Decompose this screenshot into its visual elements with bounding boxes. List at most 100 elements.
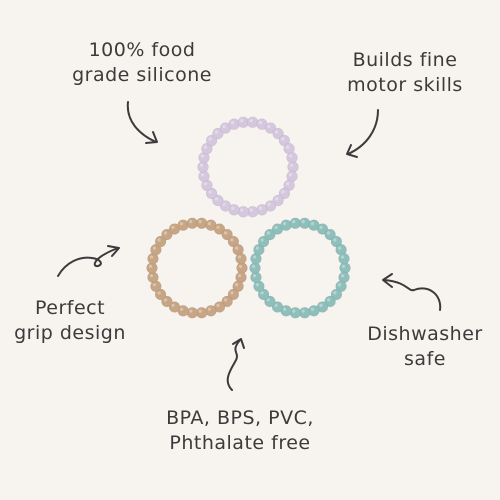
bead-highlight — [198, 220, 202, 224]
bead-highlight — [255, 283, 259, 287]
bead-highlight — [157, 291, 161, 295]
bead-highlight — [258, 121, 263, 125]
bead-highlight — [267, 124, 271, 129]
bead-highlight — [203, 145, 207, 149]
bead-highlight — [255, 246, 259, 250]
bead — [235, 252, 247, 265]
bead — [264, 122, 277, 134]
bead — [278, 187, 291, 200]
bead-highlight — [301, 309, 305, 313]
bead — [221, 295, 233, 308]
bead — [186, 307, 199, 319]
bead-highlight — [249, 208, 253, 212]
bead-highlight — [267, 202, 271, 206]
bead — [289, 307, 301, 319]
bead — [205, 187, 218, 200]
bead — [257, 288, 270, 301]
bead-highlight — [333, 238, 337, 242]
bead-highlight — [282, 307, 287, 311]
bead — [227, 235, 240, 248]
bead-highlight — [157, 238, 161, 242]
bead-highlight — [286, 145, 290, 149]
bead-highlight — [235, 246, 239, 250]
bead — [264, 295, 276, 308]
bead — [177, 219, 189, 231]
bead — [201, 143, 213, 155]
bead-highlight — [281, 190, 285, 194]
bead — [272, 127, 284, 140]
bead-highlight — [238, 264, 243, 268]
bead-highlight — [152, 283, 156, 287]
bead-highlight — [222, 124, 226, 129]
bead — [205, 305, 217, 317]
bead-highlight — [189, 309, 193, 313]
bead-highlight — [208, 137, 212, 141]
bead — [316, 223, 329, 235]
bead — [324, 228, 336, 241]
bead-highlight — [199, 163, 204, 167]
curved-arrow-icon — [382, 273, 442, 311]
bead-highlight — [249, 119, 253, 123]
curved-arrow-icon — [226, 338, 245, 391]
bead-highlight — [260, 291, 264, 295]
bead-highlight — [189, 220, 193, 224]
bead — [237, 206, 250, 218]
bead-highlight — [310, 307, 315, 311]
bead-highlight — [289, 163, 294, 167]
bead — [219, 200, 232, 212]
bead-highlight — [340, 255, 345, 259]
bead-highlight — [252, 274, 257, 278]
bead-highlight — [207, 222, 212, 226]
bead-highlight — [251, 264, 256, 268]
bpa-free-label: BPA, BPS, PVC, Phthalate free — [166, 407, 314, 454]
bead — [227, 288, 240, 301]
bead — [271, 301, 284, 313]
bead-highlight — [252, 255, 257, 259]
bead-highlight — [163, 298, 167, 302]
bead-highlight — [200, 173, 205, 177]
bead-highlight — [214, 130, 218, 134]
bead-highlight — [292, 220, 296, 224]
bead-highlight — [292, 309, 296, 313]
bead — [324, 295, 336, 308]
bead-highlight — [208, 190, 212, 194]
bead-highlight — [240, 208, 244, 212]
bead — [154, 288, 167, 301]
bead-highlight — [338, 283, 342, 287]
bead-highlight — [198, 309, 202, 313]
bead-highlight — [171, 225, 175, 230]
bead-highlight — [266, 231, 270, 235]
bead-highlight — [338, 246, 342, 250]
bead-highlight — [203, 182, 207, 186]
bead-highlight — [275, 197, 279, 201]
bead-highlight — [152, 246, 156, 250]
bead-highlight — [207, 307, 212, 311]
bead — [286, 151, 298, 164]
bead-highlight — [281, 137, 285, 141]
bead-highlight — [288, 154, 293, 158]
bead — [232, 280, 244, 292]
bead — [161, 228, 173, 241]
bead — [168, 301, 181, 313]
bead-highlight — [171, 303, 175, 307]
bead — [196, 217, 208, 229]
bead-highlight — [224, 298, 228, 302]
bead-highlight — [230, 121, 235, 125]
bead-highlight — [163, 231, 167, 235]
bead-highlight — [319, 225, 323, 230]
bead-highlight — [216, 225, 220, 230]
bead-highlight — [327, 298, 331, 302]
bead-highlight — [240, 119, 244, 123]
bead — [221, 228, 233, 241]
bead — [299, 217, 311, 229]
curved-arrow-icon — [126, 101, 158, 144]
curved-arrow-icon — [346, 109, 379, 158]
bead-highlight — [282, 222, 287, 226]
bead — [308, 305, 320, 317]
bead-highlight — [230, 206, 235, 210]
bead-highlight — [237, 274, 242, 278]
bead — [228, 118, 240, 130]
bead-highlight — [237, 255, 242, 259]
bead — [205, 134, 218, 147]
